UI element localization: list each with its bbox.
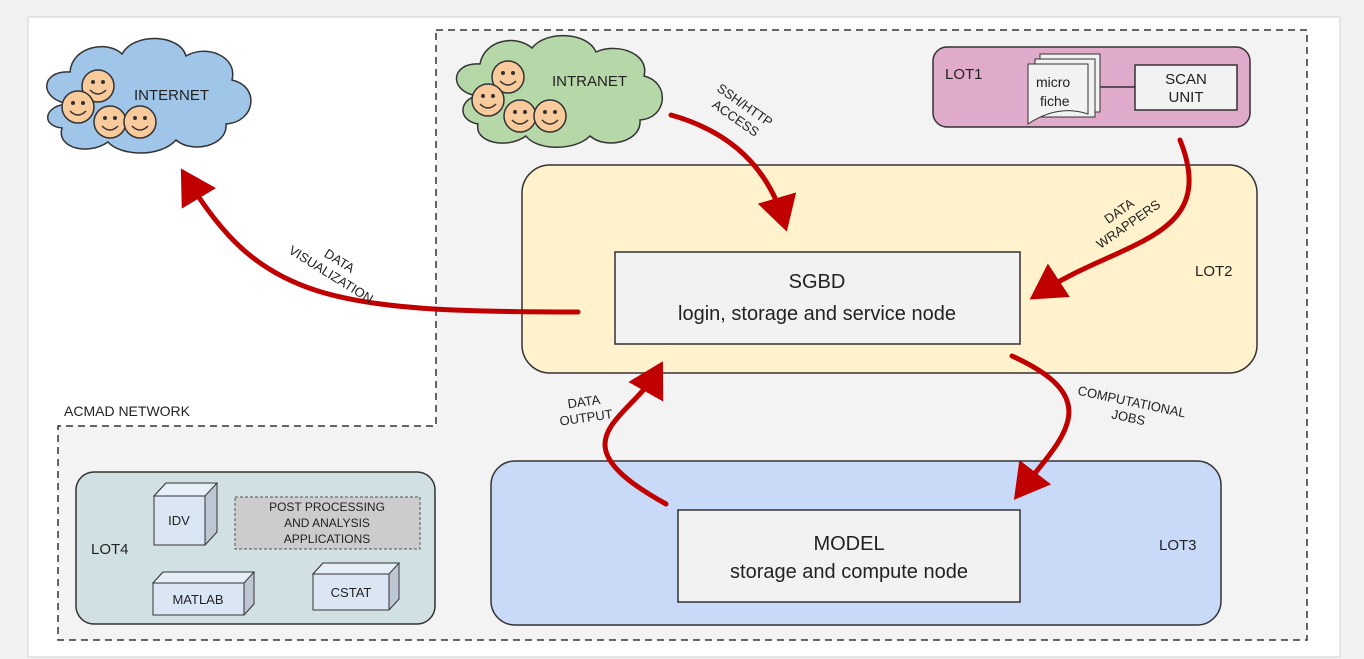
model-subtitle: storage and compute node bbox=[730, 561, 968, 583]
lot3-label: LOT3 bbox=[1159, 537, 1197, 554]
lot1-label: LOT1 bbox=[945, 66, 983, 83]
post-processing-box: POST PROCESSING AND ANALYSIS APPLICATION… bbox=[234, 496, 421, 550]
scan-unit-box bbox=[1134, 64, 1238, 111]
ssh-http-access-arrow bbox=[668, 112, 797, 232]
lot2-box: LOT2 SGBD login, storage and service nod… bbox=[521, 164, 1258, 374]
microfiche-document-stack: micro fiche bbox=[1027, 53, 1101, 125]
flow-arrows bbox=[180, 112, 1192, 507]
scan-unit-line1: SCAN bbox=[1165, 71, 1207, 88]
sgbd-subtitle: login, storage and service node bbox=[678, 303, 956, 325]
sgbd-node-box bbox=[614, 251, 1021, 345]
scan-unit-line2: UNIT bbox=[1169, 89, 1204, 106]
svg-text:DATA: DATA bbox=[567, 392, 602, 411]
post-processing-line2: AND ANALYSIS bbox=[284, 516, 370, 530]
lot4-label: LOT4 bbox=[91, 541, 129, 558]
post-processing-line1: POST PROCESSING bbox=[269, 500, 385, 514]
cstat-application-cube: CSTAT bbox=[311, 562, 401, 611]
data-output-label: DATA OUTPUT bbox=[559, 392, 614, 429]
data-output-arrow bbox=[602, 361, 669, 507]
computational-jobs-arrow bbox=[1009, 353, 1072, 500]
acmad-network-label: ACMAD NETWORK bbox=[64, 403, 191, 419]
lot2-label: LOT2 bbox=[1195, 263, 1233, 280]
lot1-box: LOT1 micro fiche SCAN UNIT bbox=[932, 46, 1251, 128]
intranet-cloud: INTRANET bbox=[455, 35, 663, 148]
matlab-application-cube: MATLAB bbox=[151, 571, 256, 616]
lot3-box: LOT3 MODEL storage and compute node bbox=[490, 460, 1222, 626]
lot4-box: LOT4 IDV POST PROCESSING AND ANALYSIS AP… bbox=[75, 471, 436, 625]
model-node-box bbox=[677, 509, 1021, 603]
svg-text:OUTPUT: OUTPUT bbox=[559, 406, 614, 428]
idv-application-cube: IDV bbox=[152, 482, 219, 546]
microfiche-line2: fiche bbox=[1040, 93, 1070, 109]
intranet-label: INTRANET bbox=[552, 73, 627, 90]
idv-label: IDV bbox=[168, 513, 190, 528]
data-wrappers-arrow bbox=[1029, 137, 1192, 300]
internet-label: INTERNET bbox=[134, 87, 209, 104]
sgbd-title: SGBD bbox=[789, 271, 846, 293]
microfiche-line1: micro bbox=[1036, 74, 1070, 90]
matlab-label: MATLAB bbox=[172, 592, 223, 607]
internet-cloud: INTERNET bbox=[46, 37, 252, 154]
svg-text:JOBS: JOBS bbox=[1110, 406, 1147, 428]
data-visualization-arrow bbox=[180, 168, 581, 315]
cstat-label: CSTAT bbox=[331, 585, 372, 600]
model-title: MODEL bbox=[813, 533, 884, 555]
post-processing-line3: APPLICATIONS bbox=[284, 532, 370, 546]
